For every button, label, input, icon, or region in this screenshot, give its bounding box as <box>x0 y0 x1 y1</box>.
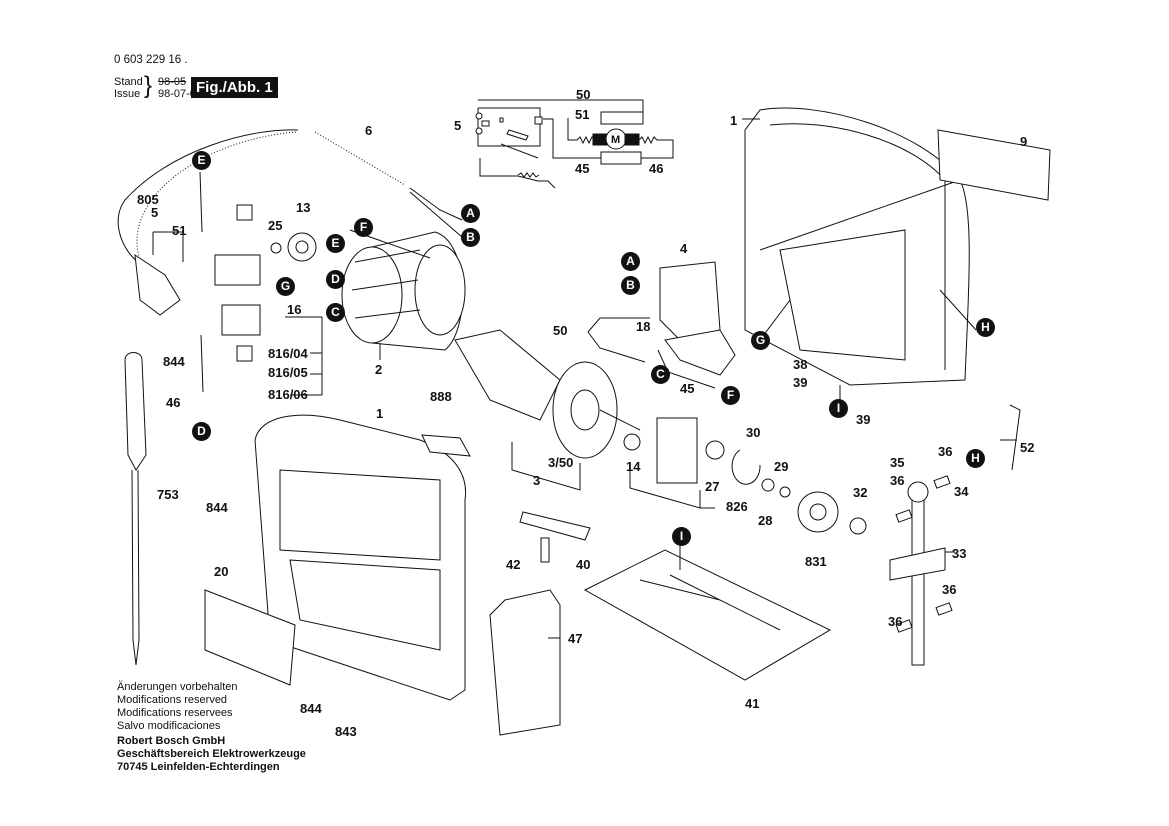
part-label-40: 40 <box>576 557 591 572</box>
part-label-805: 805 <box>137 192 159 207</box>
marker-h: H <box>976 318 995 337</box>
part-label-35: 35 <box>890 455 905 470</box>
part-label-29: 29 <box>774 459 789 474</box>
wiring-diagram <box>475 99 674 189</box>
housing-half-right <box>744 107 970 386</box>
marker-c: C <box>326 303 345 322</box>
part-label-3-50: 3/50 <box>548 455 574 470</box>
marker-i: I <box>672 527 691 546</box>
issue-label: Issue <box>114 88 141 100</box>
part-label-816-04: 816/04 <box>268 346 308 361</box>
field-stator <box>341 231 466 351</box>
marker-a: A <box>621 252 640 271</box>
wiring-label-50: 50 <box>576 87 591 102</box>
marker-e: E <box>326 234 345 253</box>
part-label-14: 14 <box>626 459 641 474</box>
figure-label: Fig./Abb. 1 <box>191 77 278 98</box>
marker-i: I <box>829 399 848 418</box>
part-label-16: 16 <box>287 302 302 317</box>
part-label-2: 2 <box>375 362 383 377</box>
marker-d: D <box>326 270 345 289</box>
footer-note-de: Änderungen vorbehalten <box>117 681 238 693</box>
part-label-1-right: 1 <box>730 113 738 128</box>
part-label-826: 826 <box>726 499 748 514</box>
footer-note-es: Salvo modificaciones <box>117 720 221 732</box>
part-label-816-05: 816/05 <box>268 365 308 380</box>
part-label-50: 50 <box>553 323 568 338</box>
part-label-3: 3 <box>533 473 541 488</box>
part-label-20: 20 <box>214 564 229 579</box>
part-label-36a: 36 <box>938 444 953 459</box>
screwdriver <box>124 352 147 666</box>
part-label-51: 51 <box>172 223 187 238</box>
part-label-39: 39 <box>793 375 808 390</box>
marker-f: F <box>354 218 373 237</box>
footer-note-fr: Modifications reservees <box>117 707 233 719</box>
part-label-753: 753 <box>157 487 179 502</box>
part-label-41: 41 <box>745 696 760 711</box>
brace-icon: } <box>144 72 153 99</box>
footer-note-en: Modifications reserved <box>117 694 228 706</box>
motor-symbol: M <box>611 134 621 146</box>
wiring-label-45: 45 <box>575 161 590 176</box>
footer-division: Geschäftsbereich Elektrowerkzeuge <box>117 748 306 760</box>
document-number: 0 603 229 16 . <box>114 54 188 66</box>
part-label-30: 30 <box>746 425 761 440</box>
footer-company: Robert Bosch GmbH <box>117 735 226 747</box>
wiring-label-51: 51 <box>575 107 590 122</box>
part-label-888: 888 <box>430 389 452 404</box>
marker-c: C <box>651 365 670 384</box>
part-label-47: 47 <box>568 631 583 646</box>
part-label-34: 34 <box>954 484 969 499</box>
marker-e: E <box>192 151 211 170</box>
part-label-27: 27 <box>705 479 720 494</box>
part-label-13: 13 <box>296 200 311 215</box>
stand-label: Stand <box>114 76 143 88</box>
part-label-9: 9 <box>1020 134 1028 149</box>
part-label-25: 25 <box>268 218 283 233</box>
marker-g: G <box>751 331 770 350</box>
part-label-39b: 39 <box>856 412 871 427</box>
part-label-52: 52 <box>1020 440 1035 455</box>
part-label-33: 33 <box>952 546 967 561</box>
marker-a: A <box>461 204 480 223</box>
part-label-32: 32 <box>853 485 868 500</box>
part-label-46: 46 <box>166 395 181 410</box>
part-label-36d: 36 <box>888 614 903 629</box>
footer-address: 70745 Leinfelden-Echterdingen <box>117 761 280 773</box>
marker-b: B <box>621 276 640 295</box>
part-label-816-06: 816/06 <box>268 387 308 402</box>
superseded-date: 98-05 <box>158 76 187 88</box>
part-label-36c: 36 <box>942 582 957 597</box>
part-label-844c: 844 <box>300 701 322 716</box>
wiring-label-46: 46 <box>649 161 664 176</box>
part-label-5: 5 <box>151 205 159 220</box>
marker-f: F <box>721 386 740 405</box>
part-label-45: 45 <box>680 381 695 396</box>
armature <box>454 329 641 459</box>
marker-g: G <box>276 277 295 296</box>
part-label-36b: 36 <box>890 473 905 488</box>
part-label-4: 4 <box>680 241 688 256</box>
marker-b: B <box>461 228 480 247</box>
marker-d: D <box>192 422 211 441</box>
part-label-843: 843 <box>335 724 357 739</box>
part-label-844: 844 <box>163 354 185 369</box>
part-label-1-left: 1 <box>376 406 384 421</box>
part-label-831: 831 <box>805 554 827 569</box>
part-label-28: 28 <box>758 513 773 528</box>
part-label-6: 6 <box>365 123 373 138</box>
part-label-38: 38 <box>793 357 808 372</box>
part-label-18: 18 <box>636 319 651 334</box>
part-label-42: 42 <box>506 557 521 572</box>
wiring-label-5: 5 <box>454 118 462 133</box>
part-label-844b: 844 <box>206 500 228 515</box>
marker-h: H <box>966 449 985 468</box>
